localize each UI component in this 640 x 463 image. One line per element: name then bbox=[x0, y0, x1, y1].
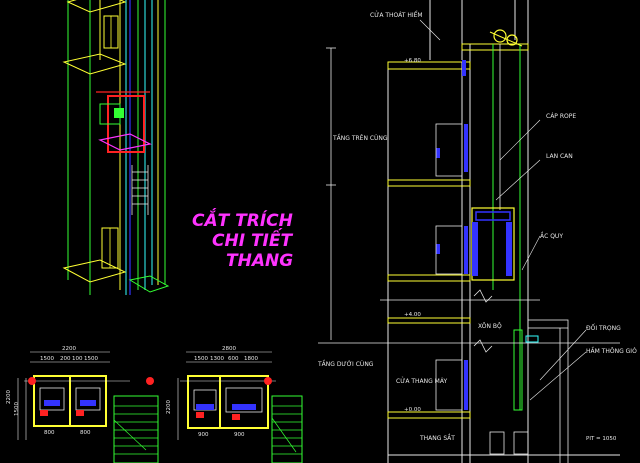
label-steel-ladder: THANG SẮT bbox=[419, 434, 455, 442]
plan1-dim-c: 100 bbox=[72, 356, 83, 362]
plan2-dim-total: 2800 bbox=[222, 346, 236, 352]
plan2-dim-c: 600 bbox=[228, 356, 239, 362]
label-pit-depth: PIT = 1050 bbox=[586, 436, 617, 442]
label-elevator-door: CỬA THANG MÁY bbox=[396, 377, 447, 385]
plan-view-1: 2200 1500 200 100 1500 2200 1500 800 800 bbox=[6, 346, 159, 463]
plan2-door-a: 900 bbox=[198, 432, 209, 438]
plan2-dim-left: 2200 bbox=[166, 400, 172, 414]
label-counterweight: ĐỐI TRỌNG bbox=[586, 324, 621, 332]
label-railing: LAN CAN bbox=[546, 153, 573, 160]
shaft-3d-view bbox=[62, 0, 170, 295]
plan1-dim-total: 2200 bbox=[62, 346, 76, 352]
plan2-dim-d: 1800 bbox=[244, 356, 258, 362]
level-bottom: +0.00 bbox=[404, 407, 421, 413]
title-line-1: CẮT TRÍCH bbox=[192, 207, 293, 231]
title-line-2: CHI TIẾT bbox=[212, 227, 293, 251]
drawing-title: CẮT TRÍCH CHI TIẾT THANG bbox=[192, 207, 293, 271]
plan2-dim-a: 1500 bbox=[194, 356, 208, 362]
label-bottom-floor: TẦNG DƯỚI CÙNG bbox=[317, 360, 374, 368]
plan1-dim-a: 1500 bbox=[40, 356, 54, 362]
label-vent-shaft: HẦM THÔNG GIÓ bbox=[586, 347, 637, 355]
plan-view-2: 2800 1500 1300 600 1800 2200 900 900 bbox=[166, 346, 303, 463]
plan1-dim-d: 1500 bbox=[84, 356, 98, 362]
plan1-dim-left2: 1500 bbox=[14, 402, 20, 416]
label-cable-rope: CÁP ROPE bbox=[546, 113, 576, 120]
label-emergency-door: CỬA THOÁT HIỂM bbox=[370, 11, 423, 19]
plan1-door-b: 800 bbox=[80, 430, 91, 436]
level-mid: +4.00 bbox=[404, 312, 421, 318]
plan1-door-a: 800 bbox=[44, 430, 55, 436]
plan1-dim-left: 2200 bbox=[6, 390, 12, 404]
label-xon-bo: XÔN BỘ bbox=[478, 323, 502, 330]
title-line-3: THANG bbox=[226, 251, 293, 271]
plan2-dim-b: 1300 bbox=[210, 356, 224, 362]
level-top: +6.80 bbox=[404, 58, 421, 64]
label-battery: ẮC QUY bbox=[540, 232, 563, 240]
section-view: CỬA THOÁT HIỂM TẦNG TRÊN CÙNG CÁP ROPE L… bbox=[317, 0, 637, 463]
plan1-dim-b: 200 bbox=[60, 356, 71, 362]
plan2-door-b: 900 bbox=[234, 432, 245, 438]
label-top-floor: TẦNG TRÊN CÙNG bbox=[332, 134, 388, 142]
